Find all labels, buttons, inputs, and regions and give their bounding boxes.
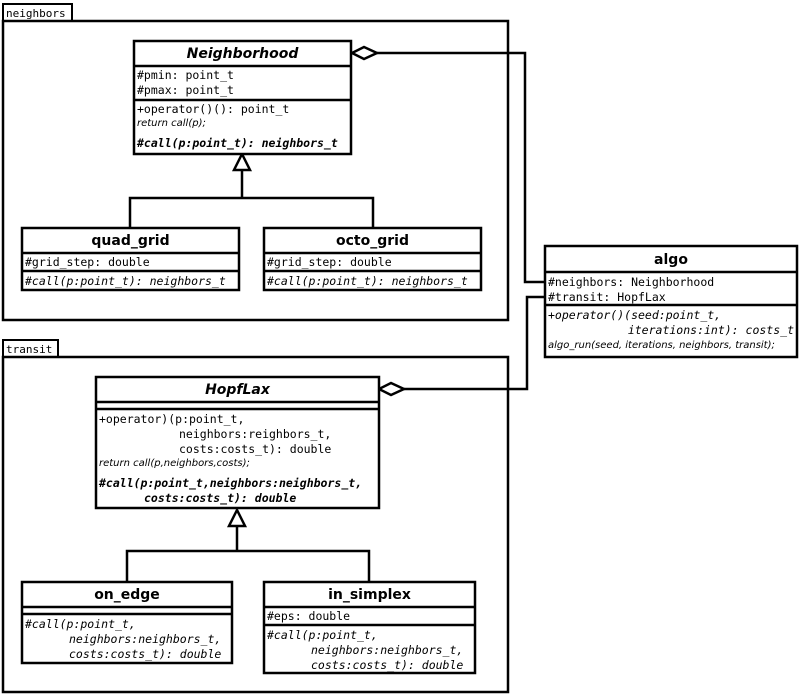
class-box	[132, 39, 353, 156]
class-name: quad_grid	[91, 233, 169, 249]
class-box	[262, 226, 483, 292]
class-octo-grid: octo_grid #grid_step: double #call(p:poi…	[262, 226, 483, 292]
package-neighbors-label: neighbors	[6, 7, 66, 20]
class-neighborhood: Neighborhood #pmin: point_t #pmax: point…	[132, 39, 353, 156]
operation: +operator()(seed:point_t,	[548, 308, 721, 322]
generalization-branch	[128, 196, 375, 228]
class-box	[94, 375, 381, 510]
attribute: #grid_step: double	[25, 255, 150, 269]
package-transit-label: transit	[6, 343, 52, 356]
aggregation-diamond	[349, 45, 380, 61]
class-name: algo	[654, 252, 688, 268]
class-quad-grid: quad_grid #grid_step: double #call(p:poi…	[20, 226, 241, 292]
operation-continuation: iterations:int): costs_t	[628, 323, 794, 337]
package-neighbors-frame	[1, 19, 510, 322]
attribute: #neighbors: Neighborhood	[548, 275, 714, 289]
attribute: #eps: double	[267, 609, 350, 623]
operation-continuation: costs:costs_t): double	[179, 442, 331, 456]
operation-continuation: neighbors:neighbors_t,	[69, 632, 221, 646]
operation-continuation: neighbors:neighbors_t,	[311, 643, 463, 657]
class-name: in_simplex	[328, 587, 411, 603]
operation-continuation: costs:costs_t): double	[311, 658, 463, 672]
operation: #call(p:point_t,neighbors:neighbors_t,	[98, 476, 362, 491]
operation: #call(p:point_t): neighbors_t	[136, 136, 338, 151]
aggregation-diamond	[376, 381, 407, 397]
operation-continuation: costs:costs_t): double	[69, 647, 221, 661]
operation: +operator)(p:point_t,	[99, 412, 244, 426]
class-name: Neighborhood	[187, 46, 300, 62]
attribute: #pmin: point_t	[137, 68, 234, 82]
attribute: #grid_step: double	[267, 255, 392, 269]
class-name: octo_grid	[336, 233, 409, 249]
package-transit-frame	[1, 355, 510, 694]
operation: #call(p:point_t): neighbors_t	[266, 274, 468, 288]
operation-body: algo_run(seed, iterations, neighbors, tr…	[548, 340, 775, 351]
operation-continuation: costs:costs_t): double	[144, 491, 296, 506]
generalization-arrowhead	[231, 151, 253, 172]
class-box	[262, 580, 477, 675]
operation-body: return call(p,neighbors,costs);	[99, 458, 250, 469]
class-hopflax: HopfLax +operator)(p:point_t, neighbors:…	[94, 375, 381, 510]
operation: #call(p:point_t,	[24, 617, 136, 631]
class-algo: algo #neighbors: Neighborhood #transit: …	[543, 244, 799, 359]
class-name: on_edge	[94, 587, 160, 603]
generalization-branch	[125, 549, 371, 582]
class-in-simplex: in_simplex #eps: double #call(p:point_t,…	[262, 580, 477, 675]
class-box	[543, 244, 799, 359]
generalization-neighborhood	[128, 151, 375, 228]
generalization-arrowhead	[226, 507, 248, 528]
package-transit: transit	[1, 339, 510, 694]
aggregation-line	[377, 51, 545, 284]
operation-continuation: neighbors:reighbors_t,	[179, 427, 331, 441]
class-box	[20, 580, 234, 665]
operation: #call(p:point_t,	[266, 628, 378, 642]
aggregation-transit	[376, 295, 545, 397]
class-name: HopfLax	[205, 382, 271, 398]
attribute: #pmax: point_t	[137, 83, 234, 97]
attribute: #transit: HopfLax	[548, 290, 666, 304]
class-on-edge: on_edge #call(p:point_t, neighbors:neigh…	[20, 580, 234, 665]
class-box	[20, 226, 241, 292]
operation-body: return call(p);	[137, 118, 206, 129]
aggregation-line	[404, 295, 545, 391]
operation: +operator()(): point_t	[137, 102, 289, 116]
package-neighbors: neighbors	[1, 3, 510, 322]
operation: #call(p:point_t): neighbors_t	[24, 274, 226, 288]
aggregation-neighbors	[349, 45, 545, 284]
generalization-hopflax	[125, 507, 371, 582]
